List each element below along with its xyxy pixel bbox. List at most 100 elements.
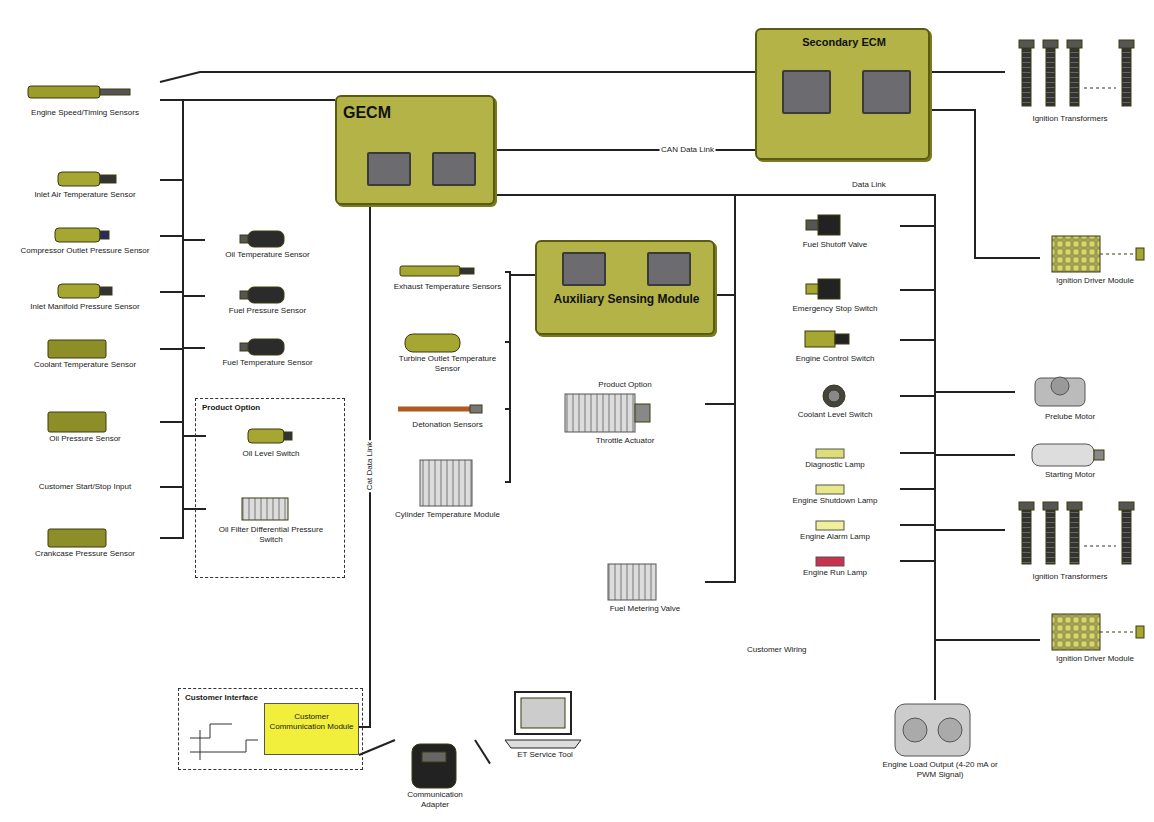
module-icon xyxy=(420,460,472,506)
lamp-icon xyxy=(816,521,844,530)
coil-group xyxy=(1019,502,1134,564)
wire-connector xyxy=(359,740,395,755)
component-label: Emergency Stop Switch xyxy=(773,304,897,314)
wire-connector xyxy=(495,195,935,453)
component: Diagnostic Lamp xyxy=(770,446,900,474)
edge-label: CAN Data Link xyxy=(659,146,716,155)
connector-window xyxy=(432,152,476,186)
wire-connector xyxy=(160,100,335,487)
component-label: Fuel Shutoff Valve xyxy=(773,240,897,250)
component-label: Oil Level Switch xyxy=(209,449,333,459)
component: ET Service Tool xyxy=(490,688,600,764)
starter-icon xyxy=(1032,444,1094,466)
component-label: Starting Motor xyxy=(1018,470,1122,480)
valve-end xyxy=(806,220,818,230)
component-label: Oil Filter Differential Pressure Switch xyxy=(209,525,333,544)
level-switch-icon xyxy=(823,385,845,407)
control-module: Auxiliary Sensing Module xyxy=(535,240,715,335)
component-label: Engine Run Lamp xyxy=(773,568,897,578)
speed-sensor-icon xyxy=(28,86,100,98)
wire-connector xyxy=(160,100,335,422)
connector-window xyxy=(782,70,831,114)
sensor-end xyxy=(284,432,292,440)
component: Engine Shutdown Lamp xyxy=(770,482,900,510)
option-group: Customer InterfaceCustomer Communication… xyxy=(178,688,363,770)
wire-connector xyxy=(495,195,935,226)
sensor-tip xyxy=(100,231,109,239)
wire-connector xyxy=(495,195,1015,455)
component-label: ET Service Tool xyxy=(493,750,597,760)
module-title: GECM xyxy=(343,103,490,122)
component-label: Inlet Manifold Pressure Sensor xyxy=(13,302,157,312)
component-label: Engine Shutdown Lamp xyxy=(773,496,897,506)
pressure-sensor-icon xyxy=(58,284,100,298)
pressure-switch-icon xyxy=(242,498,288,520)
component: Starting Motor xyxy=(1015,440,1125,484)
wire-connector xyxy=(495,149,755,151)
wire-connector xyxy=(183,100,335,436)
laptop-icon xyxy=(515,692,571,734)
wire-connector xyxy=(160,100,335,236)
component-label: Customer Communication Module xyxy=(268,712,355,731)
component: Emergency Stop Switch xyxy=(770,276,900,318)
connector-window xyxy=(862,70,911,114)
component: Oil Temperature Sensor xyxy=(205,228,330,264)
component-label: Engine Alarm Lamp xyxy=(773,532,897,542)
laptop-base xyxy=(505,740,581,748)
black-sensor-icon xyxy=(248,231,284,247)
temperature-sensor-icon xyxy=(58,172,100,186)
component: Engine Control Switch xyxy=(770,326,900,368)
component-label: Exhaust Temperature Sensors xyxy=(393,282,502,292)
component: Fuel Shutoff Valve xyxy=(770,212,900,254)
pressure-sensor-icon xyxy=(48,412,106,432)
component-label: Turbine Outlet Temperature Sensor xyxy=(393,354,502,373)
component-label: Fuel Pressure Sensor xyxy=(208,306,327,316)
black-sensor-icon xyxy=(248,339,284,355)
component: Inlet Manifold Pressure Sensor xyxy=(10,280,160,316)
wire-connector xyxy=(495,195,1015,392)
component-label: Oil Pressure Sensor xyxy=(13,434,157,444)
wire-connector xyxy=(495,195,935,489)
connector-window xyxy=(562,252,606,286)
lamp-icon xyxy=(816,557,844,566)
switch-icon xyxy=(248,429,284,443)
coil-group xyxy=(1019,40,1134,106)
component-label: Product Option xyxy=(202,403,341,413)
component: Ignition Driver Module xyxy=(1040,232,1150,290)
wire-connector xyxy=(160,100,335,292)
wire-connector xyxy=(183,100,335,296)
lamp-icon xyxy=(816,485,844,494)
connector-window xyxy=(367,152,411,186)
module-plug xyxy=(1136,248,1144,260)
wire-connector xyxy=(160,72,755,82)
component: Customer Communication Module xyxy=(264,703,359,755)
wire-connector xyxy=(930,110,1040,258)
wire-connector xyxy=(160,100,335,349)
wire-connector xyxy=(160,100,335,538)
component-label: Ignition Driver Module xyxy=(1043,276,1147,286)
component: Exhaust Temperature Sensors xyxy=(390,262,505,296)
driver-module-icon xyxy=(1052,614,1100,650)
component-label: Ignition Transformers xyxy=(1008,114,1132,124)
module-plug xyxy=(1136,626,1144,638)
component-label: Engine Control Switch xyxy=(773,354,897,364)
component-label: Communication Adapter xyxy=(398,790,472,809)
sensor-tip xyxy=(100,89,130,95)
option-group: Product OptionOil Level SwitchOil Filter… xyxy=(195,398,345,578)
component: Engine Speed/Timing Sensors xyxy=(10,82,160,122)
actuator-end xyxy=(635,404,650,422)
level-switch-face xyxy=(828,390,840,402)
component: Ignition Transformers xyxy=(1005,38,1135,128)
component: Detonation Sensors xyxy=(390,398,505,434)
component: Fuel Pressure Sensor xyxy=(205,284,330,320)
component: Engine Run Lamp xyxy=(770,554,900,582)
module-title: Secondary ECM xyxy=(763,36,925,49)
sensor-tip xyxy=(100,287,112,295)
throttle-actuator-icon xyxy=(565,394,635,432)
edge-label: Cat Data Link xyxy=(366,440,375,492)
component: Product OptionThrottle Actuator xyxy=(545,378,705,449)
temperature-sensor-icon xyxy=(405,334,460,352)
thermocouple-icon xyxy=(400,266,460,276)
component-label: Ignition Driver Module xyxy=(1043,654,1147,664)
component-label: Diagnostic Lamp xyxy=(773,460,897,470)
